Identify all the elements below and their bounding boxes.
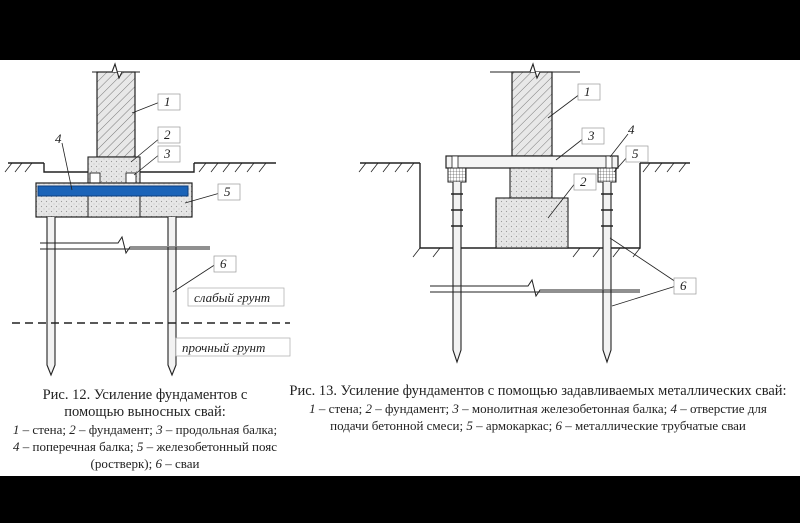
fig12-caption-title-2: помощью выносных свай:	[64, 404, 226, 420]
fig13-label-2: 2	[580, 174, 587, 189]
fig13-leader-3	[555, 137, 585, 161]
fig13-hole-left	[451, 155, 459, 169]
fig12-leader-6	[172, 263, 217, 293]
fig12-soil-strong-label: прочный грунт	[182, 340, 265, 355]
fig12-pile-break	[40, 235, 210, 255]
fig12-label-box-6	[213, 255, 237, 273]
fig13-label-box-3	[581, 127, 605, 145]
fig13-pile-break	[430, 278, 640, 298]
fig13-monolithic-beam	[445, 155, 619, 169]
fig12-label-box-5	[217, 183, 241, 201]
fig13-label-6: 6	[680, 278, 687, 293]
fig12-wall-break	[92, 62, 140, 80]
fig13-labels: 1 2 3 4 5 6	[580, 84, 687, 293]
fig12-ground-hatch	[4, 162, 267, 173]
fig13-foundation	[509, 167, 553, 199]
foundation-diagrams: 1 2 3 4 5 6 слабый грунт прочный грунт	[4, 62, 697, 377]
fig13-leader-6a	[609, 237, 677, 283]
fig12-label-box-3	[157, 145, 181, 163]
fig13-caption-line-1: 1 – стена; 2 – фундамент; 3 – монолитная…	[309, 401, 767, 416]
fig12-leader-5	[184, 192, 221, 204]
fig12-leader-1	[131, 101, 161, 114]
fig12-label-4: 4	[55, 131, 62, 146]
fig12-pile-right	[167, 217, 177, 377]
fig12-wall	[96, 71, 136, 158]
figure-page: 1 2 3 4 5 6 слабый грунт прочный грунт	[0, 60, 800, 476]
fig12-label-1: 1	[164, 94, 171, 109]
fig13-leader-2	[547, 181, 577, 219]
fig12-caption: Рис. 12. Усиление фундаментов с помощью …	[0, 387, 290, 472]
fig12-caption-line-2: 4 – поперечная балка; 5 – железобетонный…	[13, 439, 277, 454]
fig12-label-box-2	[157, 126, 181, 144]
fig12-label-box-1	[157, 93, 181, 111]
fig12-soil-weak-label: слабый грунт	[194, 290, 270, 305]
fig12-label-5: 5	[224, 184, 231, 199]
fig12-soil-strong-box	[175, 337, 291, 357]
fig13-rebar-cage-right	[597, 167, 617, 183]
fig13-label-box-5	[625, 145, 649, 163]
fig12-caption-line-3: (ростверк); 6 – сваи	[90, 456, 200, 471]
fig12-label-3: 3	[163, 146, 171, 161]
fig12-soil-weak-box	[187, 287, 285, 307]
fig13-label-box-1	[577, 83, 601, 101]
fig12-drawing	[4, 62, 291, 377]
fig12-leader-4	[61, 142, 73, 191]
fig12-pile-left	[46, 217, 56, 377]
fig12-caption-title-1: Рис. 12. Усиление фундаментов с	[42, 387, 248, 403]
fig12-label-6: 6	[220, 256, 227, 271]
fig13-wall	[511, 71, 553, 157]
fig13-wall-break	[490, 62, 580, 80]
fig13-caption-title: Рис. 13. Усиление фундаментов с помощью …	[289, 383, 787, 399]
fig13-label-4: 4	[628, 122, 635, 137]
fig12-leader-2	[130, 137, 161, 163]
fig13-leader-6b	[611, 285, 677, 307]
fig12-labels: 1 2 3 4 5 6 слабый грунт прочный грунт	[55, 94, 270, 355]
fig12-transverse-beam	[37, 185, 189, 197]
fig13-hole-right	[605, 155, 613, 169]
fig12-label-2: 2	[164, 127, 171, 142]
fig13-label-box-6	[673, 277, 697, 295]
fig13-pile-left	[452, 182, 462, 364]
fig13-drawing	[358, 62, 697, 364]
fig13-caption: Рис. 13. Усиление фундаментов с помощью …	[276, 383, 800, 434]
fig12-caption-line-1: 1 – стена; 2 – фундамент; 3 – продольная…	[12, 422, 278, 437]
fig13-label-1: 1	[584, 84, 591, 99]
fig13-leader-1	[547, 93, 581, 119]
fig13-label-5: 5	[632, 146, 639, 161]
fig13-rebar-cage-left	[447, 167, 467, 183]
fig13-label-box-2	[573, 173, 597, 191]
fig13-pile-right	[602, 182, 612, 364]
fig13-leader-4	[609, 133, 629, 158]
fig13-caption-line-2: подачи бетонной смеси; 5 – армокаркас; 6…	[330, 418, 746, 433]
fig12-leader-3	[133, 153, 161, 176]
fig13-label-3: 3	[587, 128, 595, 143]
